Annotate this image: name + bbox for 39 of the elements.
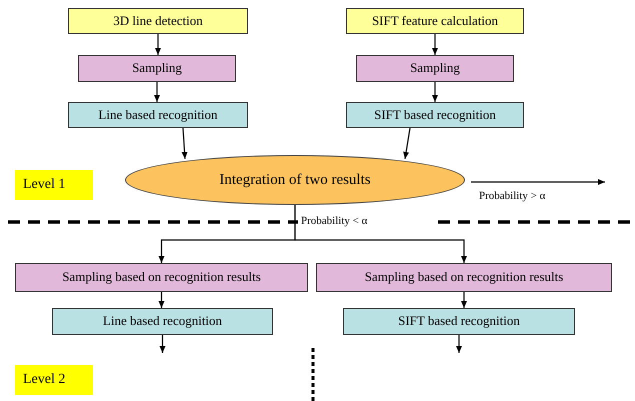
arrow <box>182 128 188 159</box>
node-label: Sampling based on recognition results <box>62 269 261 286</box>
process-box <box>78 55 236 82</box>
arrow <box>154 82 160 102</box>
process-box <box>52 308 273 335</box>
process-box <box>356 55 514 82</box>
edge-label: Probability > α <box>478 190 546 204</box>
process-box <box>68 8 248 34</box>
arrow <box>155 34 161 55</box>
arrow <box>456 335 462 353</box>
process-box <box>15 263 308 292</box>
arrow <box>403 128 411 160</box>
level-tag <box>15 170 93 200</box>
node-label: SIFT based recognition <box>398 313 520 330</box>
arrow <box>461 292 467 308</box>
arrow <box>158 292 164 308</box>
edge-label: Probability < α <box>300 215 368 229</box>
node-label: Level 1 <box>23 176 66 194</box>
process-box <box>346 102 524 128</box>
arrow <box>432 34 438 55</box>
node-label: SIFT based recognition <box>374 106 496 124</box>
node-label: SIFT feature calculation <box>372 12 498 30</box>
node-label: Line based recognition <box>102 313 222 330</box>
node-label: Sampling <box>132 60 182 77</box>
node-label: Level 2 <box>23 371 66 389</box>
process-box <box>346 8 524 34</box>
arrow <box>160 335 166 353</box>
arrow <box>432 82 438 102</box>
arrow <box>471 179 605 185</box>
node-label: 3D line detection <box>113 12 203 30</box>
process-box <box>68 102 248 128</box>
level-tag <box>15 365 93 395</box>
process-box <box>316 263 612 292</box>
arrow <box>294 205 467 263</box>
process-box <box>343 308 575 335</box>
node-label: Sampling <box>410 60 460 77</box>
node-label: Sampling based on recognition results <box>364 269 564 286</box>
node-label: Line based recognition <box>98 106 218 124</box>
node-label: Integration of two results <box>219 170 371 190</box>
